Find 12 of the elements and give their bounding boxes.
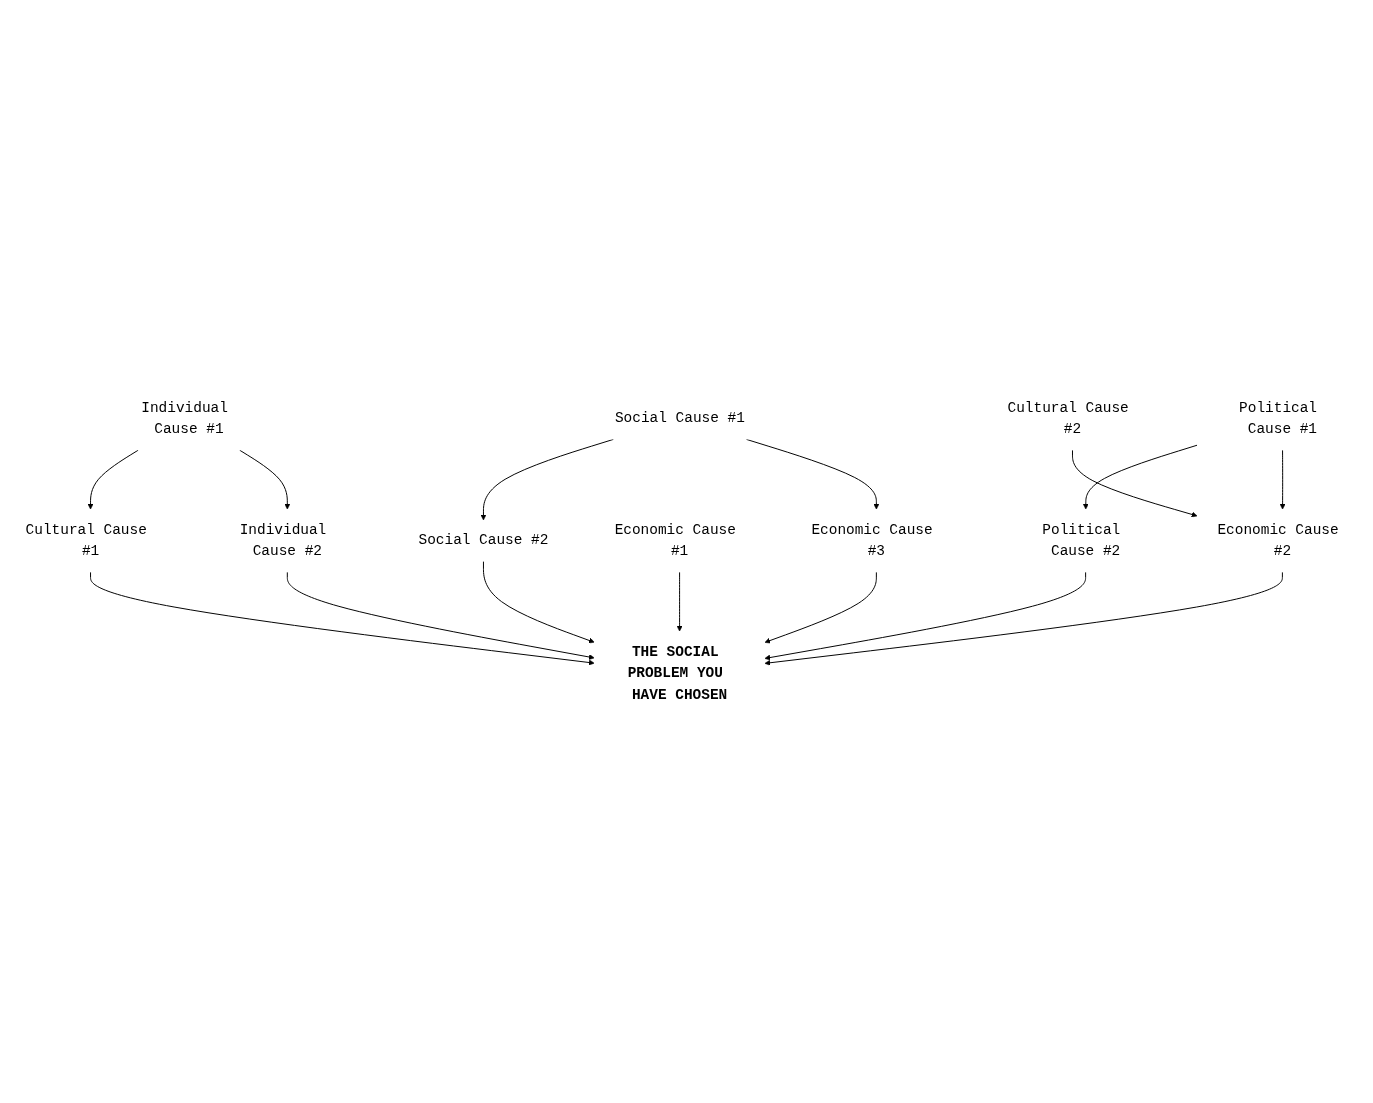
node-text: THE SOCIAL PROBLEM YOU HAVE CHOSEN	[627, 643, 728, 704]
node-text: Political Cause #1	[1239, 399, 1318, 438]
node-text: Social Cause #2	[418, 532, 549, 549]
node-text: Social Cause #1	[614, 410, 745, 427]
node-text: Cultural Cause #2	[1007, 399, 1129, 438]
node-text: Economic Cause #2	[1217, 521, 1339, 560]
node-text: Individual Cause #2	[239, 521, 327, 560]
node-text: Economic Cause #1	[614, 521, 736, 560]
node-text: Economic Cause #3	[811, 521, 933, 560]
node-text: Cultural Cause #1	[25, 521, 147, 560]
node-text: Individual Cause #1	[141, 399, 228, 438]
node-text: Political Cause #2	[1042, 521, 1121, 560]
